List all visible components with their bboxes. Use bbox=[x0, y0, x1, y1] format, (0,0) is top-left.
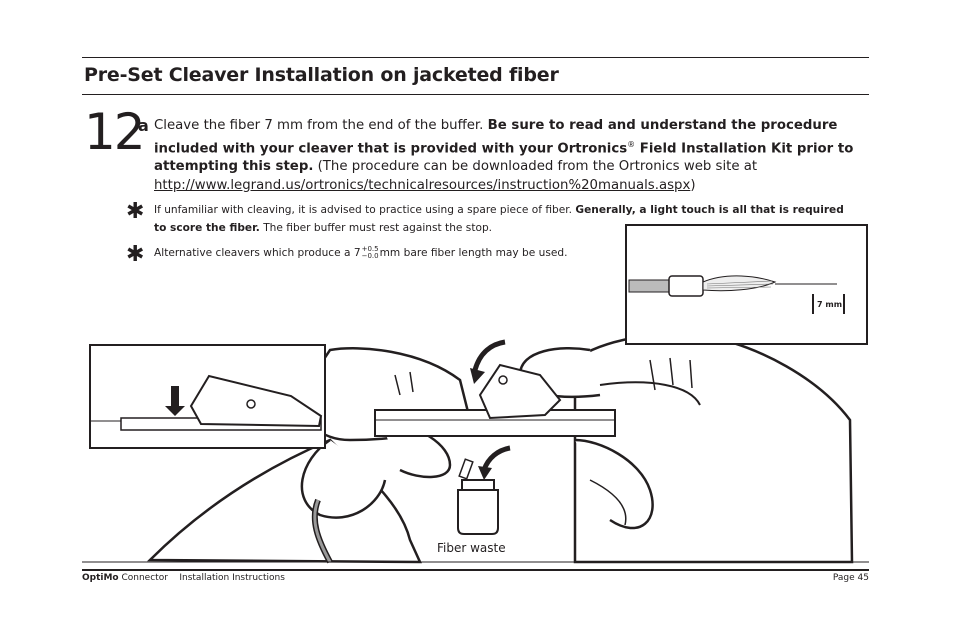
note2-text: Alternative cleavers which produce a 7 bbox=[154, 247, 361, 259]
asterisk-icon: ✱ bbox=[126, 242, 145, 267]
measure-7mm-label: 7 mm bbox=[817, 300, 843, 309]
cleaver-drawing bbox=[91, 374, 323, 431]
footer-brand: OptiMo bbox=[82, 573, 119, 583]
tolerance-plus: +0.5 bbox=[361, 245, 379, 253]
step-letter: a bbox=[138, 116, 149, 135]
cleaver-detail-inset bbox=[89, 344, 326, 449]
tolerance-minus: −0.0 bbox=[361, 252, 379, 260]
step-text-1: Cleave the fiber 7 mm from the end of th… bbox=[154, 118, 488, 133]
top-rule bbox=[82, 57, 869, 58]
registered-mark: ® bbox=[627, 139, 636, 149]
note-alternative-cleavers: Alternative cleavers which produce a 7+0… bbox=[154, 244, 568, 262]
footer-doc: Installation Instructions bbox=[179, 573, 285, 583]
step-bold-2: Field Installation Kit prior to attempti… bbox=[154, 140, 854, 175]
footer-product: Connector bbox=[118, 573, 168, 583]
procedure-link[interactable]: http://www.legrand.us/ortronics/technica… bbox=[154, 177, 691, 193]
note2-text-b: mm bare fiber length may be used. bbox=[379, 247, 568, 259]
note1-bold: Generally, a light touch is all that is … bbox=[154, 204, 844, 234]
step-text-2: (The procedure can be downloaded from th… bbox=[313, 159, 758, 175]
step-text-3: ) bbox=[690, 177, 696, 193]
footer-doc-info: OptiMo Connector Installation Instructio… bbox=[82, 573, 285, 583]
fiber-detail-inset: 7 mm bbox=[625, 224, 868, 345]
page-number: Page 45 bbox=[832, 573, 869, 583]
note-practice: If unfamiliar with cleaving, it is advis… bbox=[154, 201, 844, 237]
fiber-waste-label: Fiber waste bbox=[437, 541, 506, 555]
step-number: 12 bbox=[84, 103, 146, 161]
asterisk-icon: ✱ bbox=[126, 199, 145, 224]
step-instructions: Cleave the fiber 7 mm from the end of th… bbox=[154, 117, 864, 195]
step-bold-1: Be sure to read and understand the proce… bbox=[154, 118, 838, 156]
note1-text: If unfamiliar with cleaving, it is advis… bbox=[154, 204, 576, 216]
stripped-fiber-drawing bbox=[628, 275, 845, 314]
title-rule bbox=[82, 94, 869, 95]
page-title: Pre-Set Cleaver Installation on jacketed… bbox=[84, 64, 559, 86]
note1-text-b: The fiber buffer must rest against the s… bbox=[259, 222, 493, 234]
tolerance: +0.5−0.0 bbox=[362, 246, 379, 260]
